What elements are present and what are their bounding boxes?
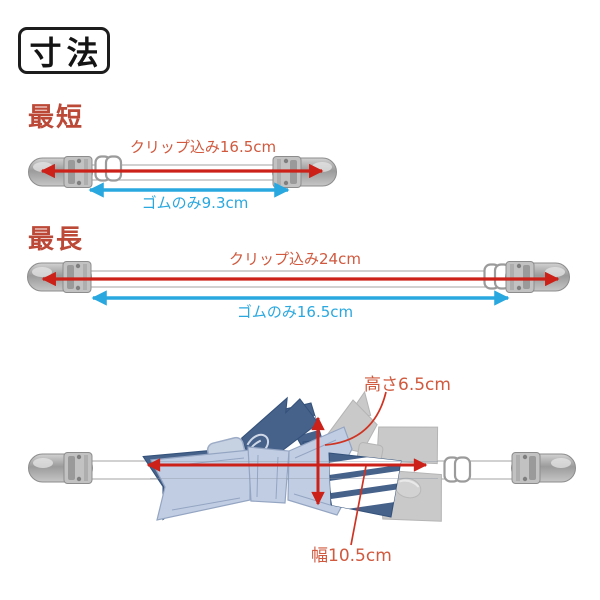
strap-adjuster — [94, 155, 123, 182]
title-box: 寸法 — [18, 27, 110, 74]
longest-diagram: クリップ込み24cm ゴムのみ16.5cm — [27, 250, 570, 321]
height-label: 高さ6.5cm — [364, 375, 451, 395]
section-heading-longest: 最長 — [28, 225, 85, 255]
with-clips-label: クリップ込み16.5cm — [130, 138, 276, 156]
width-leader-line — [350, 465, 367, 546]
clip-left — [28, 452, 93, 484]
page-title: 寸法 — [29, 33, 104, 72]
shortest-diagram: クリップ込み16.5cm ゴムのみ9.3cm — [28, 138, 337, 212]
gray-button-disc — [394, 477, 422, 499]
clip-right — [505, 261, 570, 293]
elastic-only-label: ゴムのみ9.3cm — [142, 194, 249, 212]
elastic-only-label: ゴムのみ16.5cm — [237, 303, 353, 321]
with-clips-label: クリップ込み24cm — [229, 250, 361, 268]
strap-adjuster — [443, 456, 472, 483]
height-leader-line — [324, 391, 387, 446]
light-bow-knot — [247, 446, 290, 504]
clip-left — [27, 261, 92, 293]
clip-right — [511, 452, 576, 484]
width-label: 幅10.5cm — [311, 546, 392, 566]
bowtie-illustration: 高さ6.5cm 幅10.5cm — [28, 375, 576, 566]
section-heading-shortest: 最短 — [28, 103, 85, 133]
